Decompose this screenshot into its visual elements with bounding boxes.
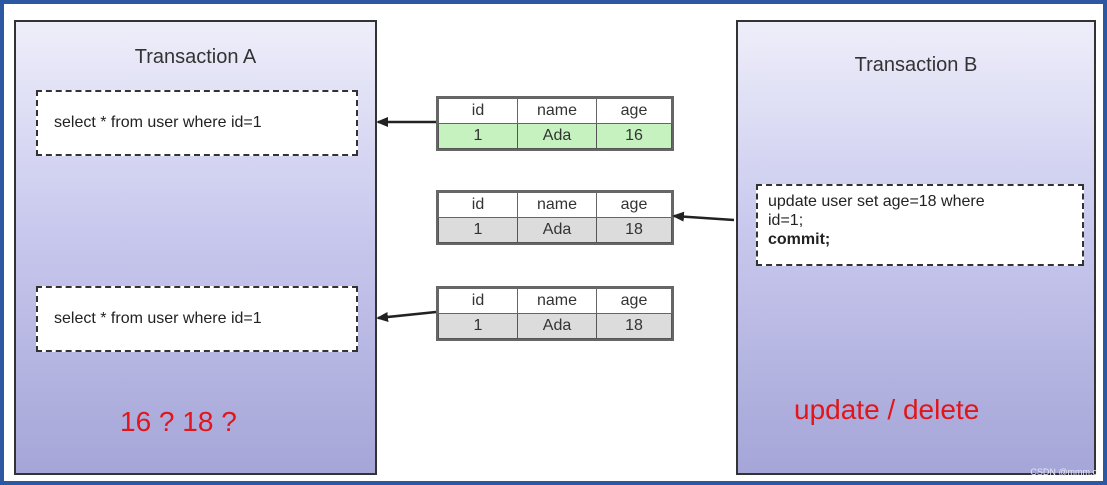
table-row: 1 Ada 18 [438, 217, 672, 243]
update-line-1: update user set age=18 where [768, 193, 985, 210]
table-1: id name age 1 Ada 16 [436, 96, 674, 151]
header-cell: id [438, 288, 518, 314]
watermark: CSDN @mmm.c [1030, 467, 1097, 477]
transaction-b-update-box: update user set age=18 where id=1; commi… [756, 184, 1084, 266]
arrow-update-to-table2 [672, 211, 735, 222]
header-cell: age [596, 98, 672, 124]
transaction-b-note: update / delete [794, 394, 980, 425]
transaction-a-question: 16 ? 18 ? [120, 406, 237, 437]
table-cell: Ada [517, 123, 597, 149]
header-cell: name [517, 98, 597, 124]
table-header-row: id name age [438, 192, 672, 218]
table-cell: 18 [596, 313, 672, 339]
table-header-row: id name age [438, 288, 672, 314]
arrows-layer [376, 117, 735, 322]
table-cell: 18 [596, 217, 672, 243]
table-row: 1 Ada 18 [438, 313, 672, 339]
table-cell: Ada [517, 217, 597, 243]
header-cell: name [517, 192, 597, 218]
transaction-a-query-2: select * from user where id=1 [36, 286, 358, 352]
table-row: 1 Ada 16 [438, 123, 672, 149]
query-2-text: select * from user where id=1 [54, 310, 262, 327]
table-cell: 1 [438, 217, 518, 243]
table-3: id name age 1 Ada 18 [436, 286, 674, 341]
query-1-text: select * from user where id=1 [54, 114, 262, 131]
header-cell: id [438, 98, 518, 124]
transaction-b-title: Transaction B [854, 54, 978, 76]
table-cell: 1 [438, 313, 518, 339]
transaction-a-panel: Transaction A select * from user where i… [14, 20, 377, 475]
table-cell: Ada [517, 313, 597, 339]
table-cell: 16 [596, 123, 672, 149]
header-cell: age [596, 192, 672, 218]
transaction-a-title: Transaction A [134, 46, 257, 68]
transaction-b-panel: Transaction B update user set age=18 whe… [736, 20, 1096, 475]
diagram-canvas: Transaction A select * from user where i… [4, 4, 1103, 481]
table-cell: 1 [438, 123, 518, 149]
table-2: id name age 1 Ada 18 [436, 190, 674, 245]
update-line-2: id=1; [768, 212, 804, 229]
update-commit: commit; [768, 231, 831, 248]
table-header-row: id name age [438, 98, 672, 124]
transaction-a-query-1: select * from user where id=1 [36, 90, 358, 156]
arrow-table3-to-query2 [376, 310, 437, 322]
